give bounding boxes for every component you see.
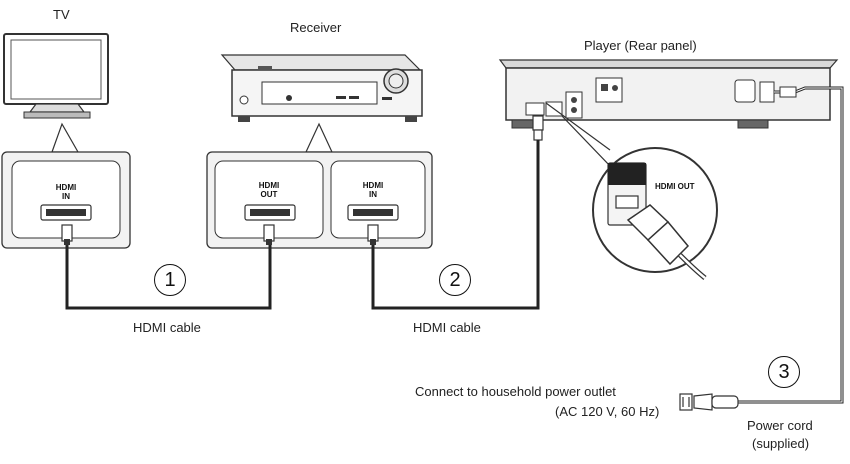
hdmi-cable-1-label: HDMI cable bbox=[133, 320, 201, 335]
power-plug-icon bbox=[679, 393, 739, 411]
receiver-hdmi-in-label: HDMI IN bbox=[362, 181, 384, 199]
hdmi-cable-2-label: HDMI cable bbox=[413, 320, 481, 335]
receiver-label: Receiver bbox=[290, 20, 342, 35]
power-cord bbox=[738, 86, 844, 404]
hdmi-cable-1 bbox=[65, 245, 272, 310]
hdmi-cable-2 bbox=[371, 140, 540, 310]
receiver-callout bbox=[206, 122, 433, 249]
power-cord-label: Power cord bbox=[747, 418, 813, 433]
player-hdmi-magnifier bbox=[545, 102, 718, 280]
tv-label: TV bbox=[53, 7, 70, 22]
receiver-illustration bbox=[220, 54, 423, 122]
step-3-badge: 3 bbox=[768, 356, 800, 388]
power-spec-label: (AC 120 V, 60 Hz) bbox=[555, 404, 660, 419]
player-hdmi-out-label: HDMI OUT bbox=[655, 182, 695, 191]
player-hdmi-plug bbox=[532, 115, 544, 141]
player-illustration bbox=[498, 59, 839, 129]
tv-hdmi-in-label: HDMI IN bbox=[55, 183, 77, 201]
step-2-badge: 2 bbox=[439, 264, 471, 296]
tv-illustration bbox=[3, 33, 109, 119]
player-label: Player (Rear panel) bbox=[584, 38, 697, 53]
step-1-badge: 1 bbox=[154, 264, 186, 296]
power-cord-supplied-label: (supplied) bbox=[752, 436, 810, 451]
tv-callout bbox=[1, 122, 131, 249]
power-outlet-label: Connect to household power outlet bbox=[415, 384, 616, 399]
receiver-hdmi-out-label: HDMI OUT bbox=[258, 181, 280, 199]
